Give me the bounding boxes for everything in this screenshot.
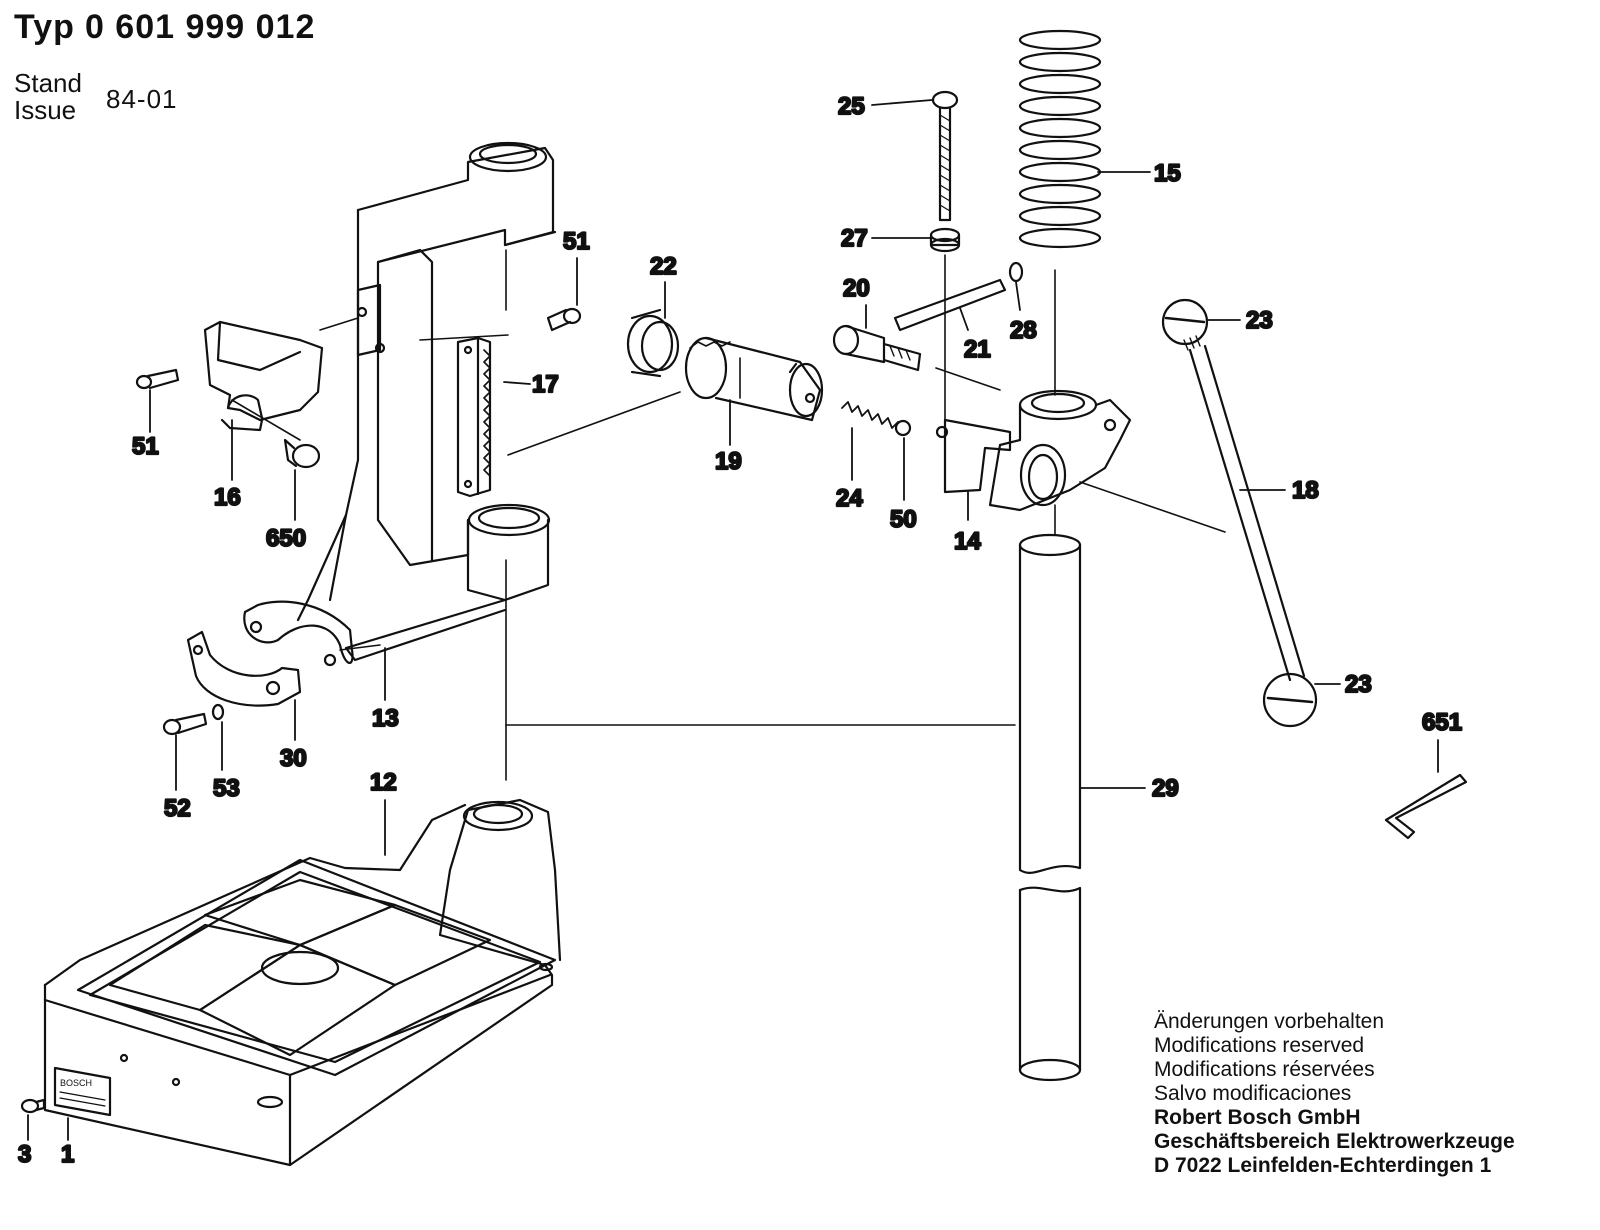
plug-650 <box>283 438 321 469</box>
rivet-part <box>20 1098 46 1114</box>
washer-53 <box>211 703 225 721</box>
issue-label: Issue <box>14 95 77 125</box>
washer-28 <box>1008 261 1024 283</box>
callout-30: 30 <box>280 745 307 772</box>
ball-50 <box>894 419 912 437</box>
pin-21 <box>893 278 1007 332</box>
callout-28: 28 <box>1010 317 1037 344</box>
callout-27: 27 <box>841 225 868 252</box>
callout-12: 12 <box>370 769 397 796</box>
callout-651: 651 <box>1422 709 1462 736</box>
typ-number: 0 601 999 012 <box>84 8 316 46</box>
bushing-part <box>626 308 680 378</box>
bracket-part <box>203 320 324 432</box>
callout-13: 13 <box>372 705 399 732</box>
company-address: D 7022 Leinfelden-Echterdingen 1 <box>1154 1154 1492 1177</box>
return-spring-part <box>1018 29 1102 249</box>
eccentric-bolt-part <box>832 324 922 372</box>
callout-51-upper: 51 <box>563 228 590 255</box>
callout-22: 22 <box>650 253 677 280</box>
callout-50: 50 <box>890 506 917 533</box>
base-plate-part <box>43 798 562 1167</box>
callout-15: 15 <box>1154 160 1181 187</box>
callout-17: 17 <box>532 371 559 398</box>
company-division: Geschäftsbereich Elektrowerkzeuge <box>1154 1130 1515 1153</box>
carriage-part <box>935 389 1132 512</box>
notice-line-german: Änderungen vorbehalten <box>1154 1010 1385 1033</box>
callout-25: 25 <box>838 93 865 120</box>
spring-24 <box>841 401 899 429</box>
screw-51-left <box>135 368 180 390</box>
callout-650: 650 <box>266 525 306 552</box>
typ-label: Typ <box>14 8 75 46</box>
callout-1: 1 <box>61 1141 74 1168</box>
column-frame-part <box>296 141 557 662</box>
lever-rod-part <box>1183 335 1306 682</box>
half-clamp-part <box>186 630 302 707</box>
lever-knob-lower <box>1262 672 1318 728</box>
pinion-shaft-part <box>684 336 824 422</box>
nameplate-logo: BOSCH <box>60 1078 92 1088</box>
callout-20: 20 <box>843 275 870 302</box>
rack-part <box>456 336 492 498</box>
callout-21: 21 <box>964 336 991 363</box>
callout-14: 14 <box>954 528 981 555</box>
screw-51-upper <box>546 307 582 332</box>
screw-52 <box>162 712 208 736</box>
callout-53: 53 <box>213 775 240 802</box>
callout-24: 24 <box>836 485 863 512</box>
issue-date: 84-01 <box>106 84 178 114</box>
column-tube-part <box>1018 533 1082 1082</box>
company-name: Robert Bosch GmbH <box>1154 1106 1361 1129</box>
leader-lines <box>27 99 1439 1141</box>
callout-19: 19 <box>715 448 742 475</box>
stand-label: Stand <box>14 68 82 98</box>
modifications-notice: Änderungen vorbehalten Modifications res… <box>1154 1010 1515 1178</box>
callout-16: 16 <box>214 484 241 511</box>
nameplate-part: BOSCH <box>53 1066 112 1117</box>
callout-51-left: 51 <box>132 433 159 460</box>
callout-23-upper: 23 <box>1246 307 1273 334</box>
stand-issue-labels: Stand Issue <box>14 70 82 124</box>
notice-line-french: Modifications réservées <box>1154 1058 1375 1081</box>
callout-23-lower: 23 <box>1345 671 1372 698</box>
screw-25 <box>931 90 959 222</box>
assembly-guide-lines <box>231 249 1226 781</box>
callout-numbers: 25 15 51 22 27 20 28 23 21 17 51 19 24 5… <box>17 92 1463 1169</box>
callout-18: 18 <box>1292 477 1319 504</box>
lever-knob-upper <box>1161 298 1209 346</box>
callout-29: 29 <box>1152 775 1179 802</box>
clamp-ring-upper <box>243 600 354 667</box>
callout-52: 52 <box>164 795 191 822</box>
callout-3: 3 <box>18 1141 31 1168</box>
hex-key-part <box>1384 773 1468 840</box>
notice-line-english: Modifications reserved <box>1154 1034 1365 1057</box>
notice-line-spanish: Salvo modificaciones <box>1154 1082 1352 1105</box>
knurled-nut-27 <box>929 227 961 253</box>
